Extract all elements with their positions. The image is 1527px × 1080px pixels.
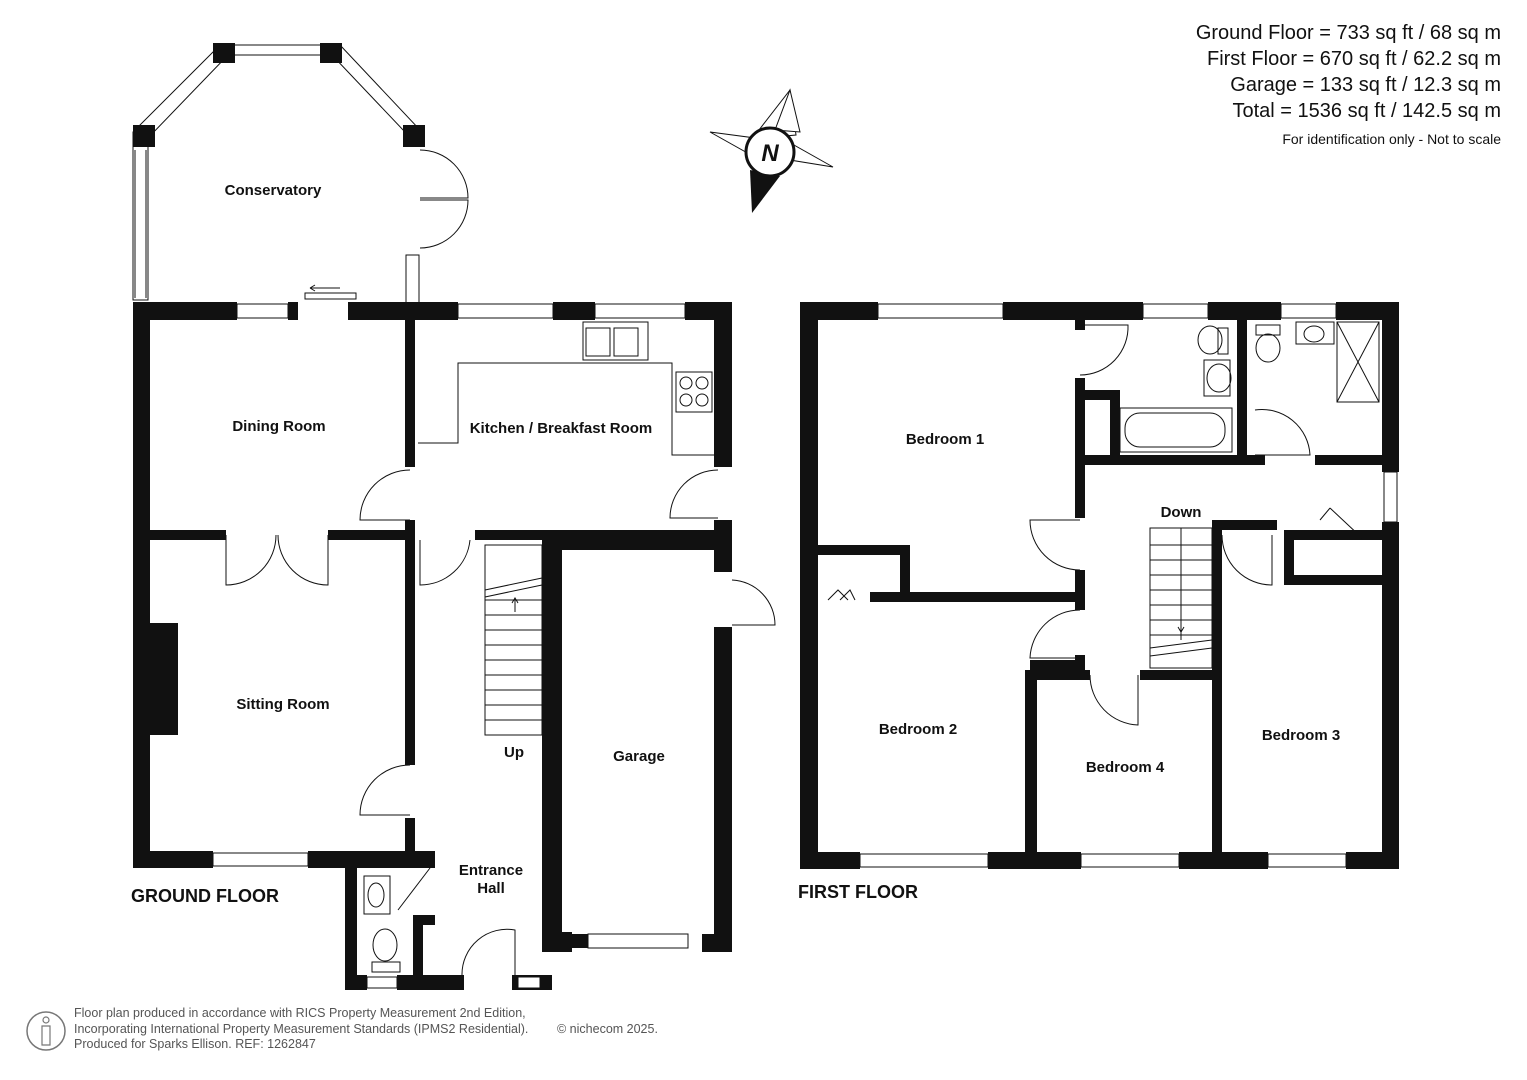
footer-copyright: © nichecom 2025.	[557, 1021, 658, 1036]
area-total: Total = 1536 sq ft / 142.5 sq m	[1232, 100, 1502, 122]
room-label-sitting-room: Sitting Room	[236, 696, 329, 713]
first-floor-walls	[800, 302, 1399, 869]
room-label-bedroom-1: Bedroom 1	[906, 431, 984, 448]
ground-floor-title: GROUND FLOOR	[131, 886, 279, 906]
stairs-down-label: Down	[1161, 504, 1202, 521]
room-label-bedroom-3: Bedroom 3	[1262, 727, 1340, 744]
scale-disclaimer: For identification only - Not to scale	[1282, 131, 1501, 147]
footer-line-3: Produced for Sparks Ellison. REF: 126284…	[74, 1037, 316, 1051]
area-first-floor: First Floor = 670 sq ft / 62.2 sq m	[1206, 48, 1501, 70]
compass-north-letter: N	[761, 140, 779, 167]
stairs-up-label: Up	[504, 744, 524, 761]
room-label-hall: Hall	[477, 880, 505, 897]
area-summary: Ground Floor = 733 sq ft / 68 sq m First…	[1196, 20, 1501, 150]
plan-footer: Floor plan produced in accordance with R…	[74, 1006, 658, 1053]
area-garage: Garage = 133 sq ft / 12.3 sq m	[1230, 74, 1501, 96]
room-label-garage: Garage	[613, 748, 665, 765]
room-label-dining-room: Dining Room	[232, 418, 325, 435]
first-floor-stairs	[1149, 527, 1213, 669]
ground-floor-walls	[132, 43, 776, 990]
room-label-entrance: Entrance	[459, 862, 523, 879]
footer-line-2: Incorporating International Property Mea…	[74, 1021, 529, 1036]
footer-line-1: Floor plan produced in accordance with R…	[74, 1006, 526, 1020]
person-icon	[26, 1011, 66, 1051]
first-floor-title: FIRST FLOOR	[798, 882, 918, 902]
ground-floor-stairs	[484, 544, 543, 736]
room-label-kitchen: Kitchen / Breakfast Room	[470, 420, 653, 437]
area-ground-floor: Ground Floor = 733 sq ft / 68 sq m	[1195, 22, 1501, 44]
room-label-conservatory: Conservatory	[225, 182, 322, 199]
room-label-bedroom-4: Bedroom 4	[1086, 759, 1165, 776]
compass-rose-icon: N	[709, 88, 834, 213]
room-label-bedroom-2: Bedroom 2	[879, 721, 957, 738]
